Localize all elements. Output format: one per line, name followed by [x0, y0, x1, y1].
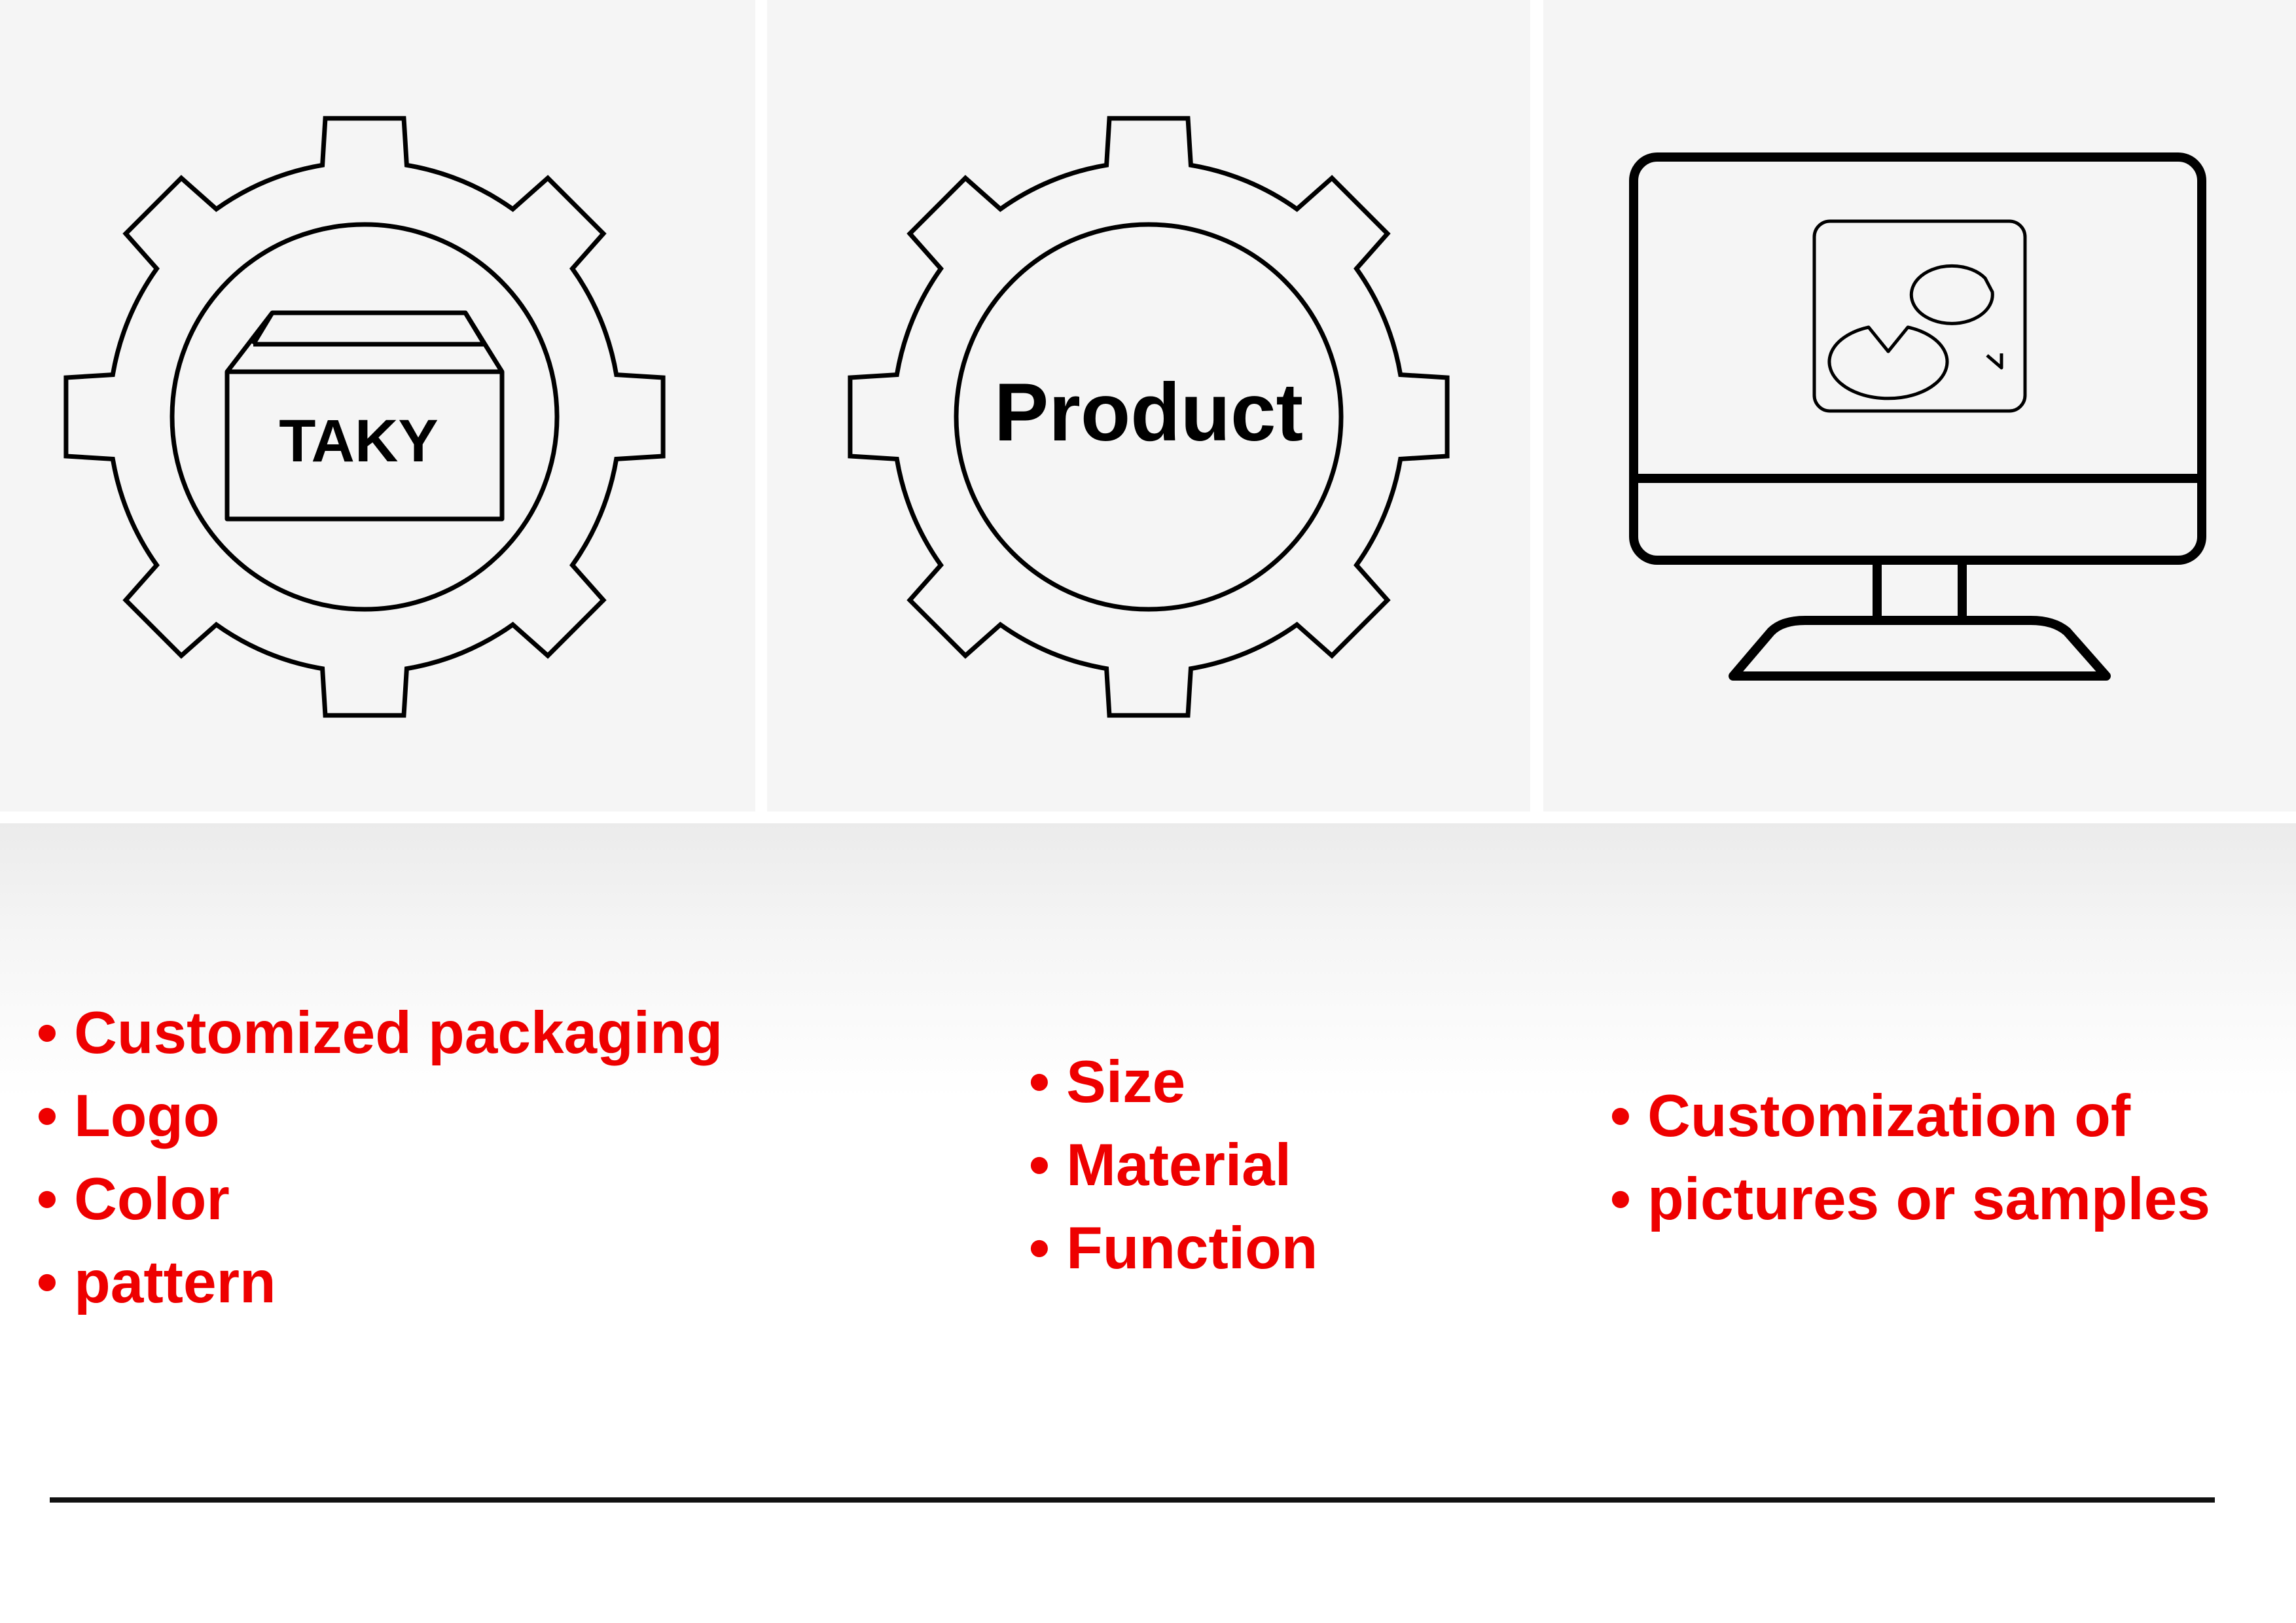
packaging-features-list: Customized packaging Logo Color pattern — [37, 991, 723, 1324]
gear-outline — [63, 116, 666, 718]
list-item: pattern — [37, 1241, 723, 1324]
list-item: Size — [1029, 1041, 1318, 1124]
product-label: Product — [994, 367, 1303, 458]
gear-inner-circle — [170, 222, 560, 612]
monitor-chat-icon — [1629, 152, 2206, 681]
horizontal-divider — [50, 1497, 2215, 1503]
chat-bubbles-icon — [1827, 264, 2003, 401]
gear-icon: Product — [848, 116, 1450, 718]
list-item: Material — [1029, 1124, 1318, 1207]
gear-box-icon: TAKY — [63, 116, 666, 718]
list-item: Logo — [37, 1075, 723, 1158]
product-panel: Product — [767, 0, 1530, 812]
list-item: Customization of — [1610, 1075, 2210, 1158]
box-icon — [224, 310, 505, 522]
packaging-panel: TAKY — [0, 0, 755, 812]
customization-features-list: Customization of pictures or samples — [1610, 1075, 2210, 1241]
box-logo-text: TAKY — [279, 408, 439, 474]
product-features-list: Size Material Function — [1029, 1041, 1318, 1290]
chat-app-frame — [1812, 219, 2027, 413]
list-item: pictures or samples — [1610, 1158, 2210, 1241]
list-item: Customized packaging — [37, 991, 723, 1075]
monitor-icon — [1629, 152, 2206, 681]
customization-panel — [1543, 0, 2296, 812]
gear-inner-circle — [954, 222, 1344, 612]
list-item: Color — [37, 1158, 723, 1241]
list-item: Function — [1029, 1207, 1318, 1290]
gear-outline — [848, 116, 1450, 718]
